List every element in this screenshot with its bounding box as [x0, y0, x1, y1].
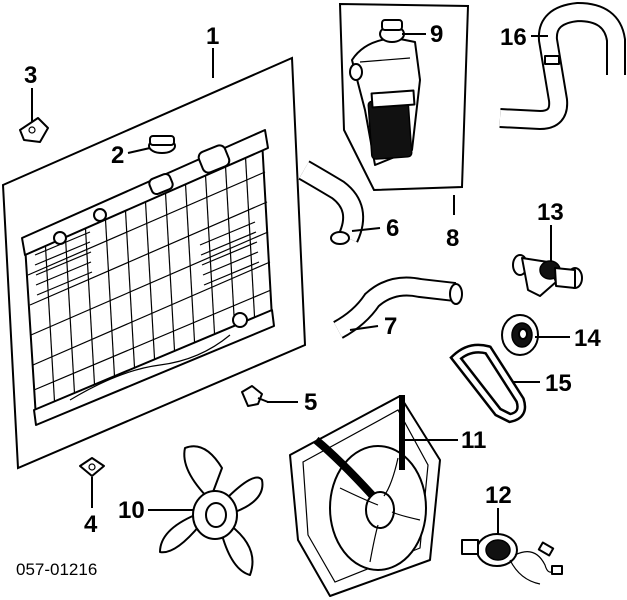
upper-bracket	[19, 117, 49, 143]
diagram-code: 057-01216	[16, 560, 97, 579]
reservoir-cap	[379, 19, 405, 43]
callout-7: 7	[384, 313, 397, 340]
callout-9: 9	[430, 21, 443, 48]
callout-15: 15	[545, 370, 572, 397]
callout-2: 2	[111, 142, 124, 169]
radiator-assembly	[1, 56, 307, 470]
radiator-cap	[148, 135, 176, 154]
callout-14: 14	[574, 325, 601, 352]
lower-cushion	[79, 457, 105, 477]
leader-lines	[31, 33, 570, 534]
upper-hose	[298, 160, 365, 245]
bypass-hose	[499, 1, 626, 131]
callout-labels: 1 2 3 4 5 6 7 8 9 10 11 12 13 14 15 16 0…	[16, 21, 601, 579]
callout-12: 12	[485, 482, 512, 509]
callout-13: 13	[537, 199, 564, 226]
fan-belt	[449, 343, 527, 424]
drain-plug	[241, 385, 269, 407]
callout-16: 16	[500, 24, 527, 51]
cooling-fan-blade	[159, 445, 264, 576]
callout-5: 5	[304, 389, 317, 416]
callout-10: 10	[118, 497, 145, 524]
callout-1: 1	[206, 23, 219, 50]
callout-11: 11	[461, 427, 486, 454]
fan-motor	[461, 533, 563, 585]
fan-pulley	[501, 314, 539, 356]
fan-shroud	[289, 395, 441, 597]
water-valve	[512, 254, 583, 297]
reservoir-tank-assembly	[338, 2, 470, 192]
lower-hose	[333, 276, 463, 339]
callout-6: 6	[386, 215, 399, 242]
callout-4: 4	[84, 511, 98, 538]
callout-3: 3	[24, 62, 37, 89]
callout-8: 8	[446, 225, 459, 252]
